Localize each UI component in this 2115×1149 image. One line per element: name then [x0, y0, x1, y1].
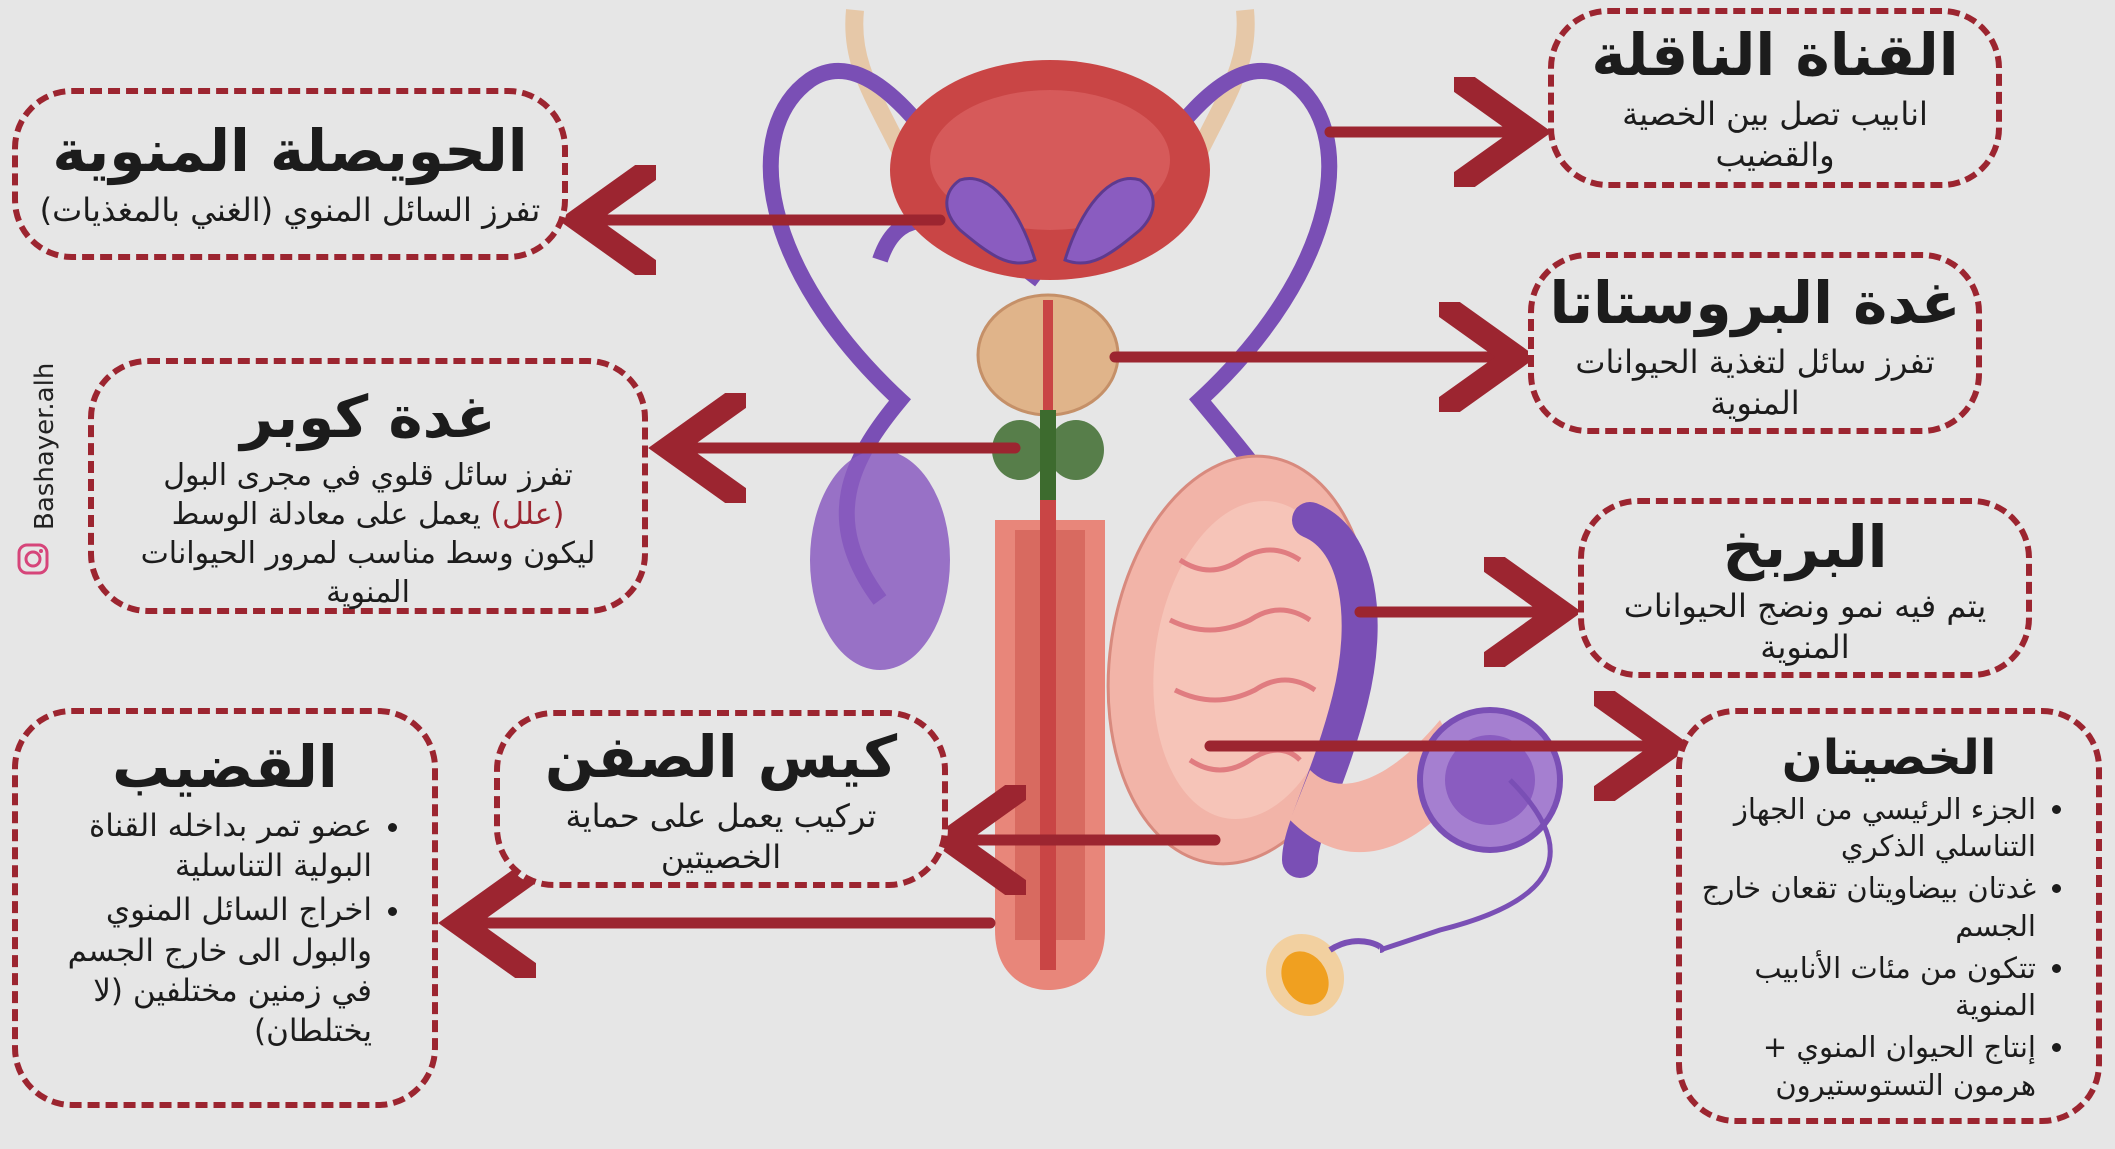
vas-deferens-title: القناة الناقلة	[1554, 24, 1996, 88]
label-box-scrotum: كيس الصفن تركيب يعمل على حماية الخصيتين	[494, 710, 948, 888]
list-item: عضو تمر بداخله القناة البولية التناسلية	[28, 806, 372, 887]
label-box-prostate: غدة البروستاتا تفرز سائل لتغذية الحيوانا…	[1528, 252, 1982, 434]
list-item: الجزء الرئيسي من الجهاز التناسلي الذكري	[1692, 791, 2036, 866]
scrotum-title: كيس الصفن	[500, 726, 942, 790]
penis-title: القضيب	[18, 736, 432, 800]
instagram-icon	[16, 542, 50, 576]
cowper-title: غدة كوبر	[94, 386, 642, 450]
instagram-watermark: Bashayer.alh	[12, 380, 62, 580]
sperm-cell	[1251, 920, 1382, 1031]
label-box-cowper: غدة كوبر تفرز سائل قلوي في مجرى البول (ع…	[88, 358, 648, 614]
prostate-title: غدة البروستاتا	[1534, 272, 1976, 336]
label-box-vas-deferens: القناة الناقلة انابيب تصل بين الخصية وال…	[1548, 8, 2002, 188]
label-box-epididymis: البربخ يتم فيه نمو ونضج الحيوانات المنوي…	[1578, 498, 2032, 678]
list-item: تتكون من مئات الأنابيب المنوية	[1692, 950, 2036, 1025]
cowper-desc: تفرز سائل قلوي في مجرى البول (علل) يعمل …	[94, 456, 642, 612]
epididymis-title: البربخ	[1584, 516, 2026, 580]
list-item: إنتاج الحيوان المنوي + هرمون التستوستيرو…	[1692, 1029, 2036, 1104]
instagram-handle: Bashayer.alh	[30, 363, 60, 530]
label-box-seminal-vesicle: الحويصلة المنوية تفرز السائل المنوي (الغ…	[12, 88, 568, 260]
testes-title: الخصيتان	[1682, 732, 2096, 785]
scrotum-desc: تركيب يعمل على حماية الخصيتين	[500, 796, 942, 879]
vas-deferens-desc: انابيب تصل بين الخصية والقضيب	[1554, 94, 1996, 177]
left-testis	[810, 450, 950, 670]
list-item: اخراج السائل المنوي والبول الى خارج الجس…	[28, 890, 372, 1051]
list-item: غدتان بيضاويتان تقعان خارج الجسم	[1692, 870, 2036, 945]
prostate-desc: تفرز سائل لتغذية الحيوانات المنوية	[1534, 342, 1976, 425]
testes-list: الجزء الرئيسي من الجهاز التناسلي الذكري …	[1682, 791, 2096, 1105]
label-box-penis: القضيب عضو تمر بداخله القناة البولية الت…	[12, 708, 438, 1108]
cowper-reason-tag: (علل)	[490, 497, 564, 532]
label-box-testes: الخصيتان الجزء الرئيسي من الجهاز التناسل…	[1676, 708, 2102, 1124]
cowper-desc-line-1: تفرز سائل قلوي في مجرى البول	[163, 458, 572, 493]
penis-list: عضو تمر بداخله القناة البولية التناسلية …	[18, 806, 432, 1052]
penis-shaft	[995, 500, 1105, 990]
epididymis-desc: يتم فيه نمو ونضج الحيوانات المنوية	[1584, 586, 2026, 669]
seminal-vesicle-title: الحويصلة المنوية	[18, 120, 562, 184]
cowper-gland	[992, 410, 1104, 500]
seminal-vesicle-desc: تفرز السائل المنوي (الغني بالمغذيات)	[18, 190, 562, 232]
